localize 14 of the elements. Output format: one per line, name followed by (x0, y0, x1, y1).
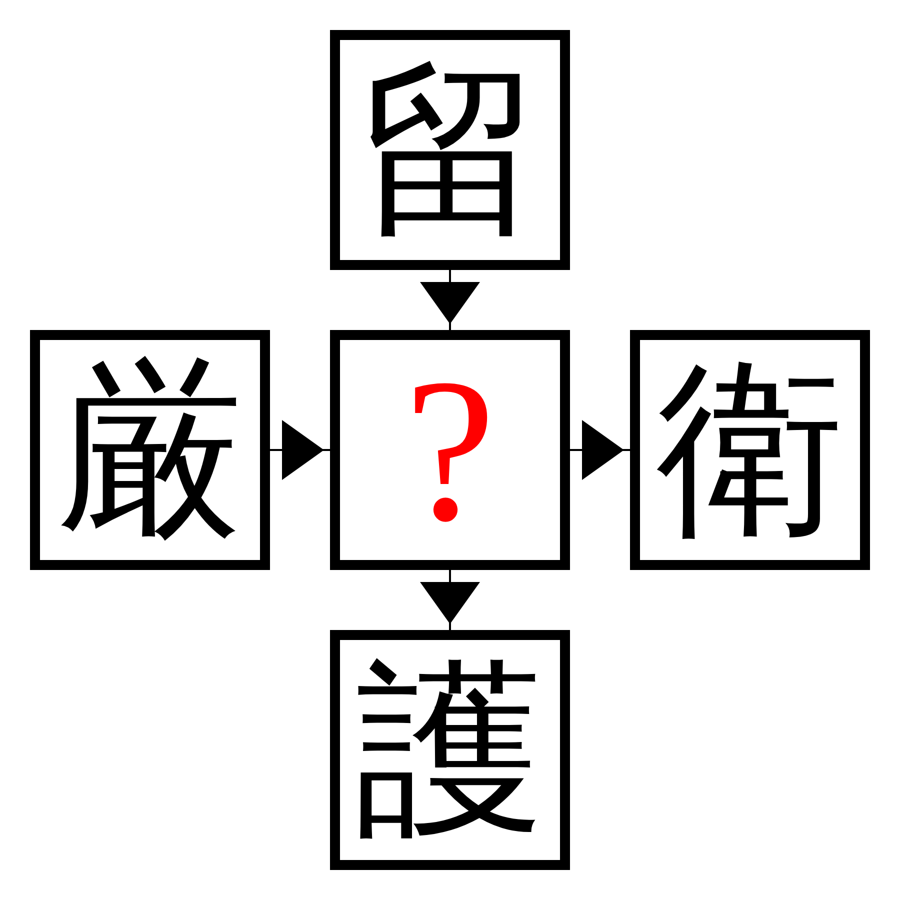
arrow (420, 570, 480, 630)
arrow (570, 420, 630, 480)
character-box (330, 330, 570, 570)
kanji-character: 厳 (56, 356, 244, 544)
character-box (30, 330, 270, 570)
arrow (420, 270, 480, 330)
character-box (630, 330, 870, 570)
kanji-character: 護 (356, 656, 544, 844)
question-mark: ? (404, 348, 496, 552)
character-box (330, 30, 570, 270)
kanji-character: 衛 (656, 356, 844, 544)
arrow (270, 420, 330, 480)
character-box (330, 630, 570, 870)
kanji-character: 留 (356, 56, 544, 244)
